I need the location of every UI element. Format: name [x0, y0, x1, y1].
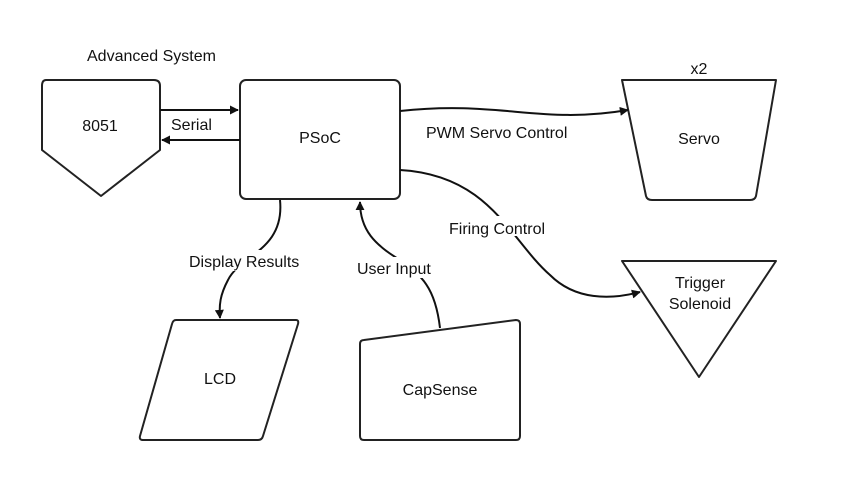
edge-label-firing-bg — [446, 216, 558, 236]
edge-label-user-input-bg — [354, 257, 440, 278]
edge-label-display-bg — [186, 250, 314, 271]
edge-psoc-to-trigger — [399, 169, 641, 299]
node-servo: Servo x2 — [621, 61, 777, 201]
node-8051-shape — [41, 79, 161, 197]
node-trigger-solenoid-shape — [621, 260, 777, 378]
node-capsense-label: CapSense — [403, 382, 478, 399]
edge-label-firing-control: Firing Control — [449, 221, 545, 238]
node-8051: 8051 — [41, 79, 161, 197]
node-psoc-label: PSoC — [299, 130, 341, 147]
edge-label-display-results: Display Results — [189, 254, 299, 271]
edge-psoc-to-servo — [399, 106, 629, 116]
node-servo-shape — [621, 79, 777, 201]
edge-label-serial: Serial — [171, 117, 212, 134]
servo-multiplier-label: x2 — [691, 61, 708, 78]
node-lcd-label: LCD — [204, 371, 236, 388]
edge-label-user-input: User Input — [357, 261, 431, 278]
node-lcd-shape — [138, 319, 300, 441]
node-psoc: PSoC — [239, 79, 401, 200]
diagram-title: Advanced System — [87, 48, 216, 65]
node-trigger-solenoid-label-line2: Solenoid — [669, 296, 731, 313]
node-capsense-shape — [359, 319, 521, 441]
node-servo-label: Servo — [678, 131, 720, 148]
node-trigger-solenoid-label-line1: Trigger — [675, 275, 726, 292]
node-trigger-solenoid: Trigger Solenoid — [621, 260, 777, 378]
edge-label-pwm-servo-control: PWM Servo Control — [426, 125, 567, 142]
node-lcd: LCD — [138, 319, 300, 441]
edge-psoc-to-lcd — [214, 199, 282, 319]
node-8051-label: 8051 — [82, 118, 118, 135]
node-capsense: CapSense — [359, 319, 521, 441]
